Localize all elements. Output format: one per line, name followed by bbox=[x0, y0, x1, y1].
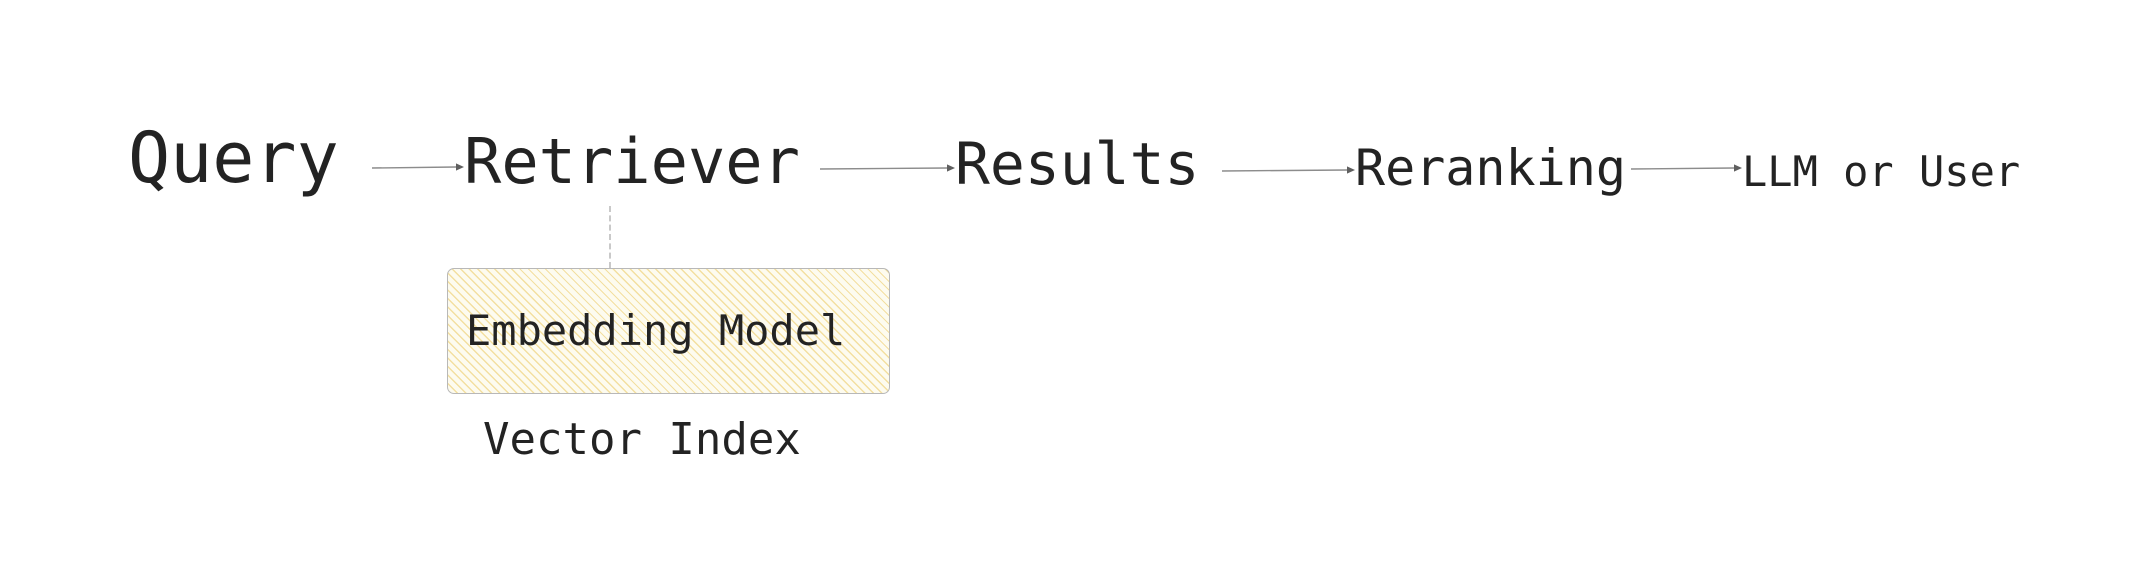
arrow-retriever-to-results bbox=[819, 161, 955, 175]
embedding-model-box: Embedding Model bbox=[447, 268, 890, 394]
pipeline-stage-reranking: Reranking bbox=[1355, 139, 1626, 197]
pipeline-stage-retriever: Retriever bbox=[464, 125, 800, 198]
pipeline-stage-results: Results bbox=[955, 130, 1200, 198]
arrow-results-to-reranking bbox=[1221, 163, 1355, 177]
dashed-link-retriever-to-embedding-model bbox=[609, 206, 611, 268]
vector-index-caption: Vector Index bbox=[483, 414, 801, 465]
arrow-query-to-retriever bbox=[371, 160, 464, 174]
embedding-model-label: Embedding Model bbox=[466, 306, 846, 355]
pipeline-stage-query: Query bbox=[128, 117, 339, 199]
pipeline-stage-llm-or-user: LLM or User bbox=[1742, 147, 2021, 196]
arrow-reranking-to-llm-or-user bbox=[1630, 161, 1742, 175]
